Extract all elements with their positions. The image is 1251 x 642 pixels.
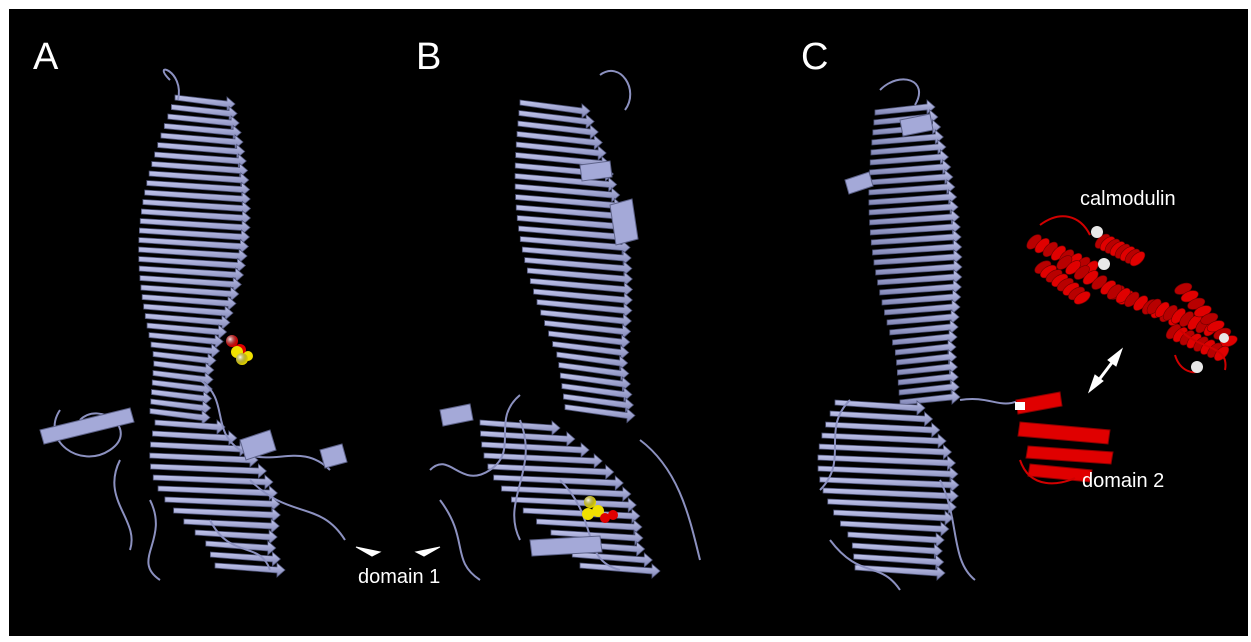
domain-1-arrows — [356, 547, 440, 556]
calmodulin-structure — [1024, 216, 1239, 373]
beta-helix-stack-b — [480, 100, 660, 578]
beta-strand — [875, 100, 935, 115]
protein-structure-a — [40, 70, 347, 580]
label-domain-1: domain 1 — [358, 567, 440, 587]
beta-strand — [855, 565, 945, 580]
beta-helix-stack-a — [139, 95, 285, 577]
ligand-b — [582, 496, 618, 523]
panel-label-b: B — [416, 38, 441, 76]
ligand-a — [226, 335, 253, 365]
label-domain-2: domain 2 — [1082, 471, 1164, 491]
beta-helix-stack-c — [818, 100, 962, 580]
calmodulin-helices — [1024, 231, 1239, 363]
domain-1-arrow-left — [356, 547, 380, 556]
beta-strand — [215, 563, 285, 577]
beta-strand — [580, 563, 660, 578]
panel-label-c: C — [801, 38, 828, 76]
label-calmodulin: calmodulin — [1080, 189, 1176, 209]
domain-1-arrow-right — [416, 547, 440, 556]
panel-label-a: A — [33, 38, 58, 76]
double-headed-arrow — [1089, 349, 1122, 392]
protein-structure-b — [430, 71, 700, 580]
protein-structure-c — [818, 79, 1020, 590]
